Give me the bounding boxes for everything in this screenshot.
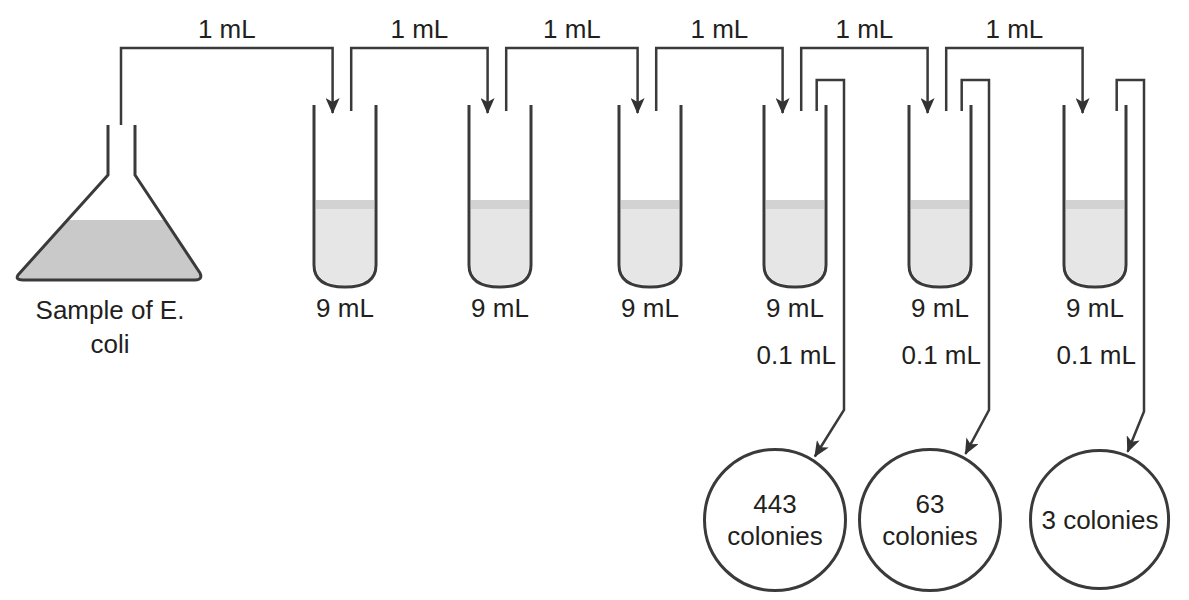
text-group: 9 mL xyxy=(605,292,695,324)
tube-outline xyxy=(1050,105,1140,290)
sample-label: Sample of E. coli xyxy=(19,293,201,361)
text-group: 443 colonies xyxy=(715,488,835,552)
plate-outline xyxy=(703,448,847,592)
text-group: 9 mL xyxy=(1050,292,1140,324)
volume-label: 1 mL xyxy=(983,14,1045,44)
transfer-arrow xyxy=(351,48,487,113)
text-group: 9 mL xyxy=(895,292,985,324)
tube-outline xyxy=(300,105,390,290)
text-group: 9 mL xyxy=(455,292,545,324)
text-group: Sample of E. coli xyxy=(15,293,205,361)
colony-count: 63 colonies xyxy=(870,488,990,552)
volume-label: 1 mL xyxy=(833,14,895,44)
colony-count: 443 colonies xyxy=(715,488,835,552)
transfer-arrow xyxy=(506,48,637,113)
volume-label: 9 mL xyxy=(1050,292,1140,324)
volume-label: 1 mL xyxy=(196,14,258,44)
agar-plate: 3 colonies xyxy=(1029,449,1170,590)
text-group: 9 mL xyxy=(300,292,390,324)
volume-label: 9 mL xyxy=(300,292,390,324)
text-group: 3 colonies xyxy=(1041,504,1158,536)
volume-label: 1 mL xyxy=(388,14,450,44)
volume-label: 0.1 mL xyxy=(1055,340,1139,370)
volume-label: 0.1 mL xyxy=(755,340,839,370)
dilution-tube: 9 mL xyxy=(455,105,545,324)
volume-label: 0.1 mL xyxy=(900,340,984,370)
volume-label: 9 mL xyxy=(605,292,695,324)
volume-label: 9 mL xyxy=(455,292,545,324)
agar-plate: 443 colonies xyxy=(703,448,847,592)
transfer-arrow xyxy=(121,48,333,125)
volume-label: 1 mL xyxy=(541,14,603,44)
tube-outline xyxy=(605,105,695,290)
text-group: 63 colonies xyxy=(870,488,990,552)
tube-outline xyxy=(455,105,545,290)
volume-label: 1 mL xyxy=(688,14,750,44)
text-group: 9 mL xyxy=(750,292,840,324)
dilution-tube: 9 mL xyxy=(895,105,985,324)
tube-outline xyxy=(750,105,840,290)
plate-outline xyxy=(858,448,1002,592)
dilution-tube: 9 mL xyxy=(605,105,695,324)
colony-count: 3 colonies xyxy=(1041,504,1158,536)
dilution-tube: 9 mL xyxy=(1050,105,1140,324)
flask-outline xyxy=(15,125,205,285)
dilution-tube: 9 mL xyxy=(750,105,840,324)
volume-label: 9 mL xyxy=(895,292,985,324)
agar-plate: 63 colonies xyxy=(858,448,1002,592)
transfer-arrow xyxy=(656,48,782,113)
dilution-tube: 9 mL xyxy=(300,105,390,324)
tube-outline xyxy=(895,105,985,290)
sample-flask: Sample of E. coli xyxy=(15,125,205,361)
volume-label: 9 mL xyxy=(750,292,840,324)
